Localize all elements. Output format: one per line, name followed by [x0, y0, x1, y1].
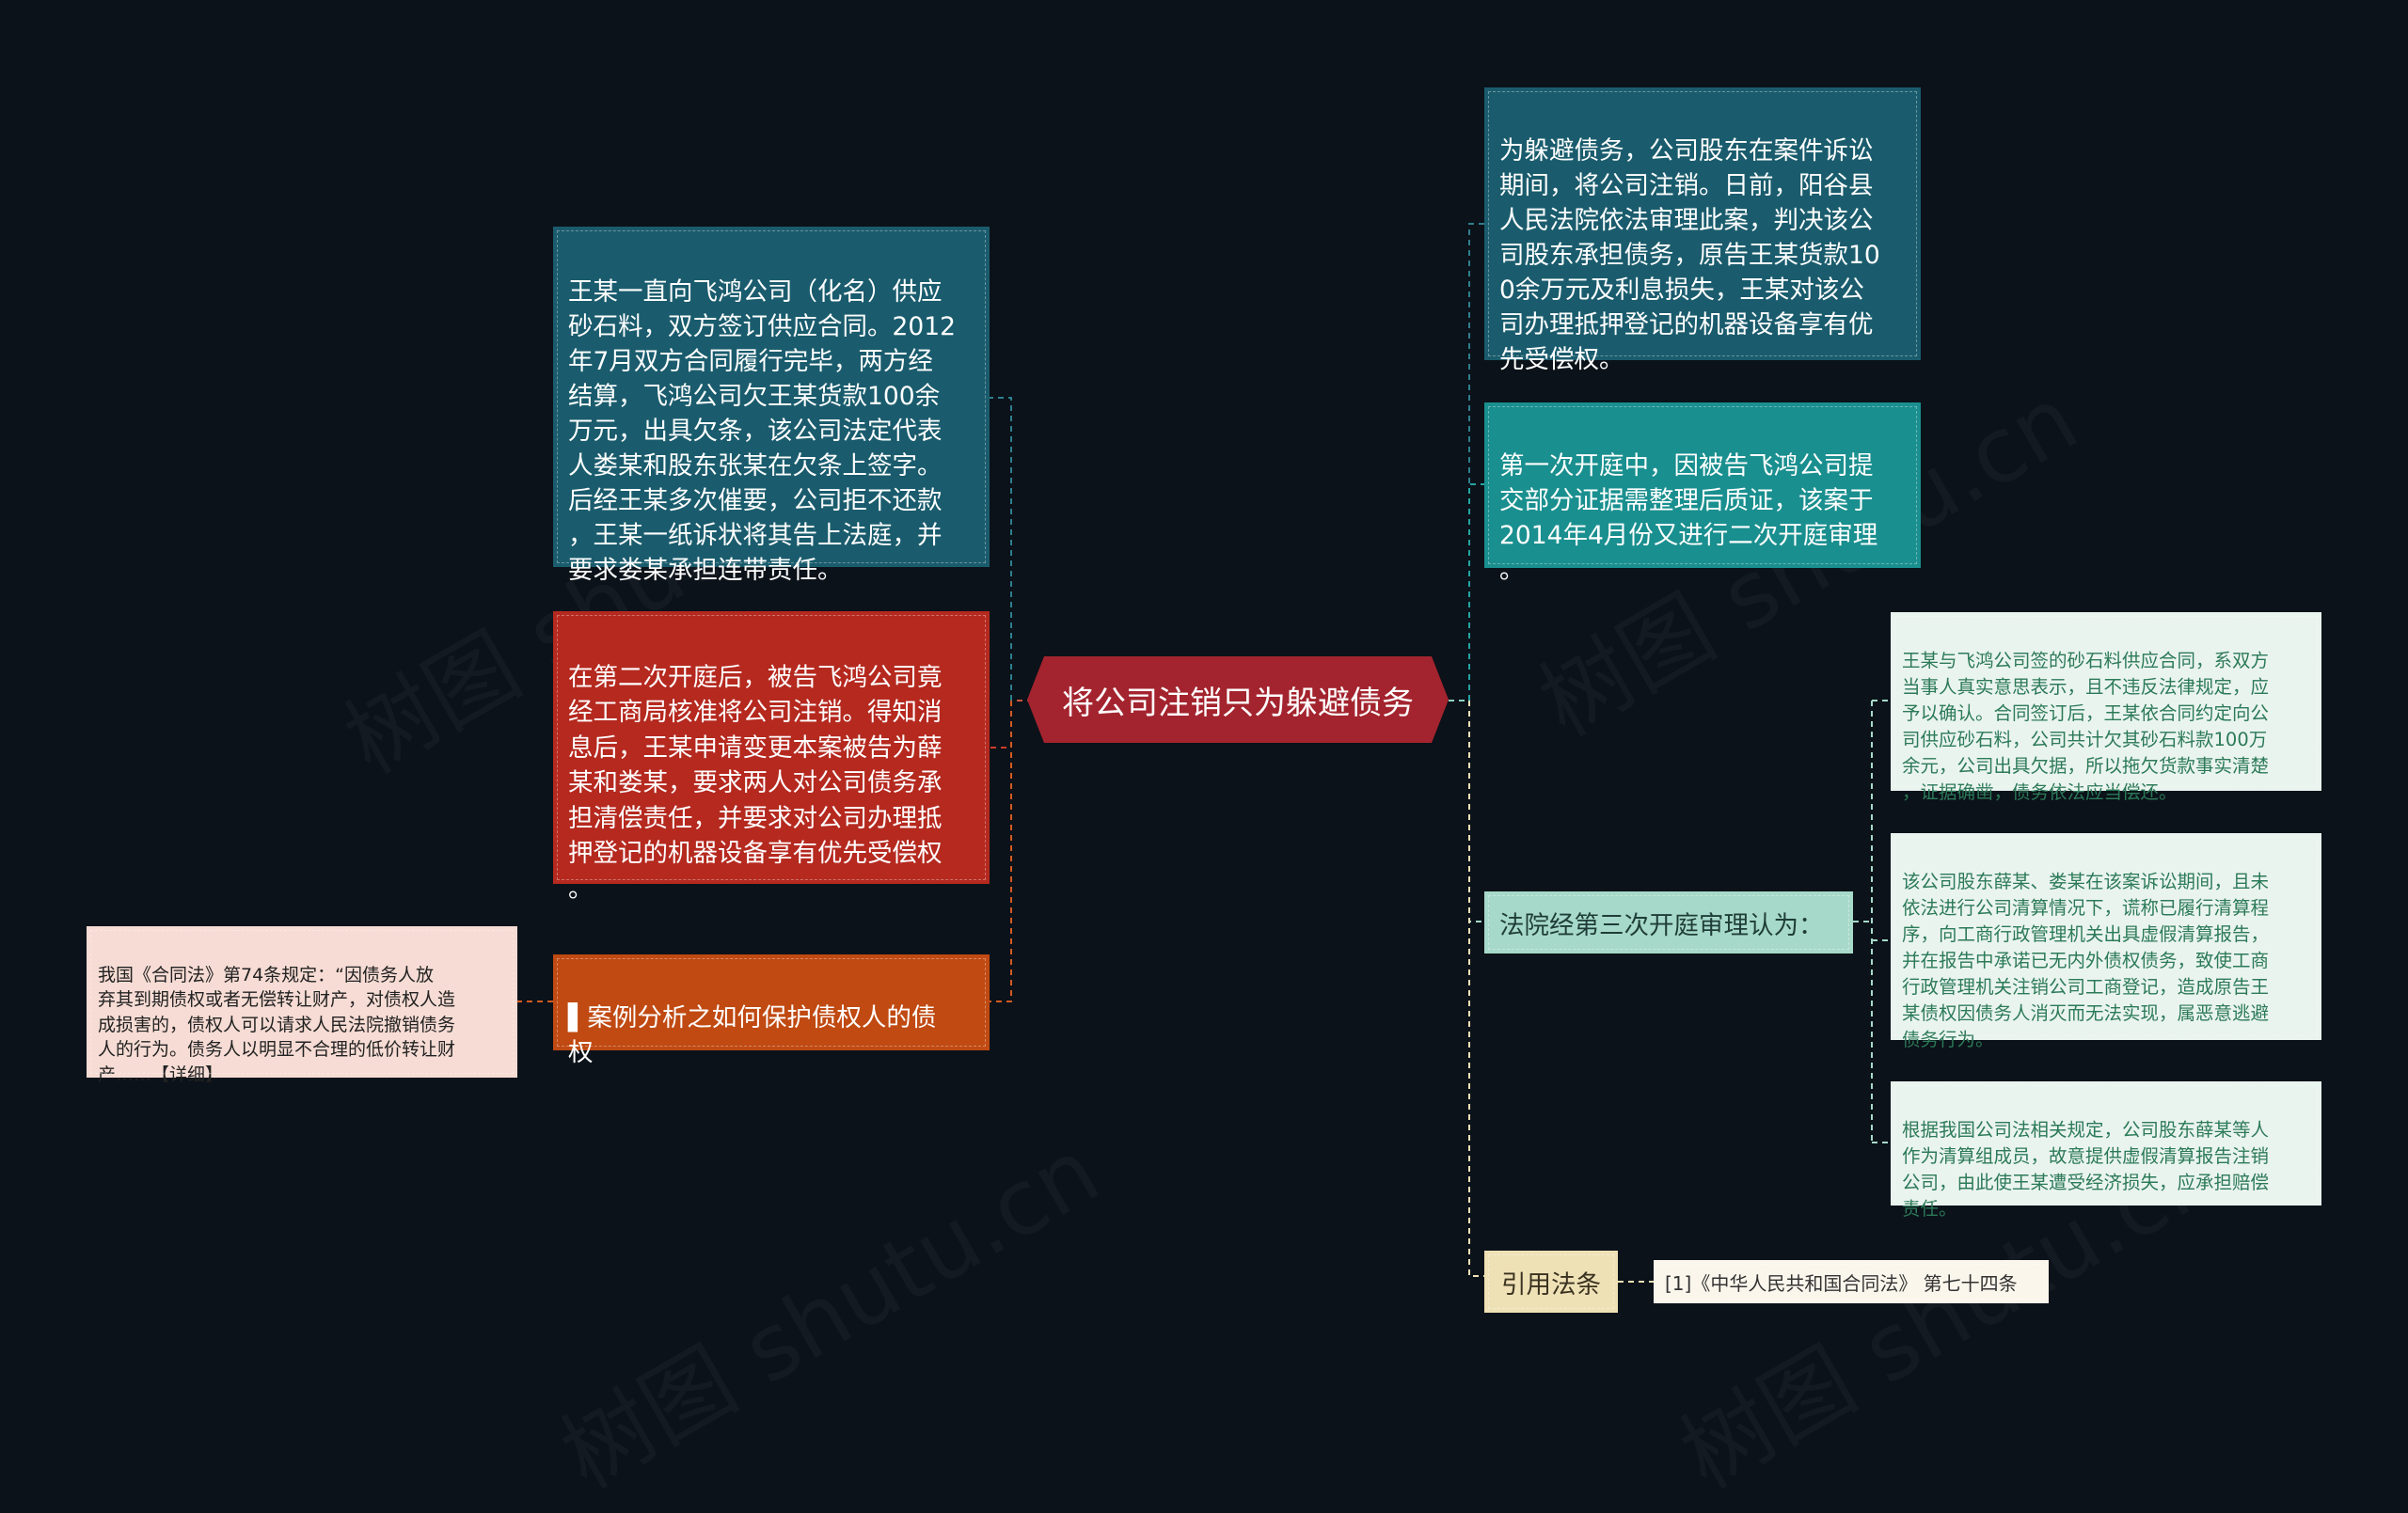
connector-left-intro [990, 397, 1012, 701]
finding-text-3: 根据我国公司法相关规定，公司股东薛某等人 作为清算组成员，故意提供虚假清算报告注… [1902, 1119, 2270, 1220]
case-link-detail-text: 我国《合同法》第74条规定：“因债务人放 弃其到期债权或者无偿转让财产，对债权人… [98, 964, 456, 1085]
case-link-detail-node[interactable]: 我国《合同法》第74条规定：“因债务人放 弃其到期债权或者无偿转让财产，对债权人… [87, 926, 517, 1085]
case-link-text: ▌案例分析之如何保护债权人的债 权 [568, 1003, 937, 1067]
connector-lines [517, 223, 1891, 1283]
connector-right-cite [1468, 701, 1484, 1277]
second-trial-node[interactable]: 在第二次开庭后，被告飞鸿公司竟 经工商局核准将公司注销。得知消 息后，王某申请变… [553, 611, 990, 904]
second-trial-text: 在第二次开庭后，被告飞鸿公司竟 经工商局核准将公司注销。得知消 息后，王某申请变… [568, 662, 943, 904]
case-intro-text: 王某一直向飞鸿公司（化名）供应 砂石料，双方签订供应合同。2012 年7月双方合… [568, 277, 956, 585]
finding-node-3[interactable]: 根据我国公司法相关规定，公司股东薛某等人 作为清算组成员，故意提供虚假清算报告注… [1891, 1081, 2321, 1220]
central-topic[interactable]: 将公司注销只为躲避债务 [1027, 656, 1449, 743]
cite-label-node[interactable]: 引用法条 [1484, 1251, 1618, 1313]
summary-text: 为躲避债务，公司股东在案件诉讼 期间，将公司注销。日前，阳谷县 人民法院依法审理… [1499, 136, 1880, 374]
central-topic-title: 将公司注销只为躲避债务 [1062, 684, 1414, 722]
connector-court-findings [1853, 701, 1873, 1143]
court-view-node[interactable]: 法院经第三次开庭审理认为： [1484, 891, 1853, 954]
connector-left-second [990, 701, 1012, 749]
cite-value-node[interactable]: [1]《中华人民共和国合同法》 第七十四条 [1654, 1260, 2049, 1303]
connector-left-link [990, 701, 1012, 1002]
connector-right-first [1468, 483, 1484, 701]
cite-label-text: 引用法条 [1501, 1269, 1601, 1300]
connector-right-court [1468, 701, 1484, 922]
first-trial-text: 第一次开庭中，因被告飞鸿公司提 交部分证据需整理后质证，该案于 2014年4月份… [1499, 451, 1878, 585]
connector-right-summary [1468, 223, 1484, 701]
case-link-node[interactable]: ▌案例分析之如何保护债权人的债 权 [553, 954, 990, 1067]
cite-value-text: [1]《中华人民共和国合同法》 第七十四条 [1665, 1271, 2018, 1295]
court-view-text: 法院经第三次开庭审理认为： [1499, 910, 1824, 940]
finding-node-1[interactable]: 王某与飞鸿公司签的砂石料供应合同，系双方 当事人真实意思表示，且不违反法律规定，… [1891, 612, 2321, 803]
finding-text-2: 该公司股东薛某、娄某在该案诉讼期间，且未 依法进行公司清算情况下，谎称已履行清算… [1902, 871, 2270, 1050]
first-trial-node[interactable]: 第一次开庭中，因被告飞鸿公司提 交部分证据需整理后质证，该案于 2014年4月份… [1484, 402, 1921, 585]
summary-node[interactable]: 为躲避债务，公司股东在案件诉讼 期间，将公司注销。日前，阳谷县 人民法院依法审理… [1484, 87, 1921, 374]
case-intro-node[interactable]: 王某一直向飞鸿公司（化名）供应 砂石料，双方签订供应合同。2012 年7月双方合… [553, 227, 990, 585]
finding-text-1: 王某与飞鸿公司签的砂石料供应合同，系双方 当事人真实意思表示，且不违反法律规定，… [1902, 650, 2270, 803]
finding-node-2[interactable]: 该公司股东薛某、娄某在该案诉讼期间，且未 依法进行公司清算情况下，谎称已履行清算… [1891, 833, 2321, 1050]
